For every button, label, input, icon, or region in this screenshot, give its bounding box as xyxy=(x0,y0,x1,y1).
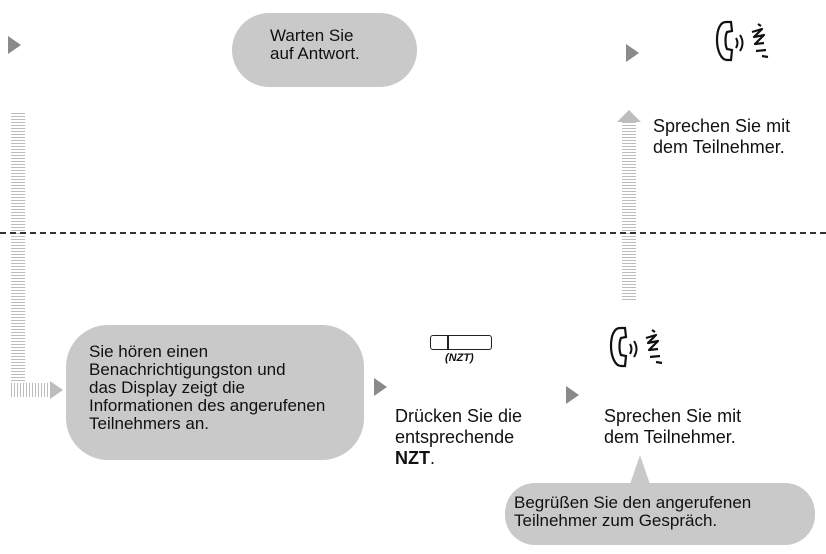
greet-line-1: Begrüßen Sie den angerufenen xyxy=(514,493,752,512)
notify-line-5: Teilnehmers an. xyxy=(89,414,210,433)
wait-bubble-line-1: Warten Sie xyxy=(270,26,354,45)
notify-line-2: Benachrichtigungston und xyxy=(89,360,286,379)
left-connector-line xyxy=(11,113,25,397)
bottom-speak-line-1: Sprechen Sie mit xyxy=(604,406,742,426)
section-divider xyxy=(0,232,826,234)
notify-line-4: Informationen des angerufenen xyxy=(89,396,326,415)
press-key-suffix: . xyxy=(430,448,436,468)
connector-arrow-icon xyxy=(50,381,63,399)
bottom-speak-text: Sprechen Sie mit dem Teilnehmer. xyxy=(604,406,741,448)
press-key-text: Drücken Sie die entsprechende NZT. xyxy=(395,406,522,469)
handset-speaking-icon xyxy=(609,326,663,368)
handset-speaking-icon xyxy=(715,20,769,62)
greet-bubble-tail xyxy=(628,455,652,490)
key-button-icon xyxy=(430,335,492,350)
up-connector-line xyxy=(622,122,636,300)
top-speak-line-1: Sprechen Sie mit xyxy=(653,116,791,136)
press-key-bold: NZT xyxy=(395,448,430,468)
up-arrow-head-icon xyxy=(617,110,641,122)
top-speak-text: Sprechen Sie mit dem Teilnehmer. xyxy=(653,116,790,158)
press-line-2: entsprechende xyxy=(395,427,515,447)
key-label: (NZT) xyxy=(445,352,474,364)
greet-line-2: Teilnehmer zum Gespräch. xyxy=(514,511,718,530)
notify-line-1: Sie hören einen xyxy=(89,342,209,361)
flow-arrow-icon xyxy=(8,36,21,54)
flow-arrow-icon xyxy=(626,44,639,62)
flow-arrow-icon xyxy=(566,386,579,404)
top-speak-line-2: dem Teilnehmer. xyxy=(653,137,785,157)
press-line-1: Drücken Sie die xyxy=(395,406,523,426)
flow-arrow-icon xyxy=(374,378,387,396)
left-connector-horizontal xyxy=(11,383,51,397)
notify-line-3: das Display zeigt die xyxy=(89,378,245,397)
bottom-speak-line-2: dem Teilnehmer. xyxy=(604,427,736,447)
press-line-3: NZT. xyxy=(395,448,522,469)
greeting-bubble: Begrüßen Sie den angerufenen Teilnehmer … xyxy=(505,483,815,545)
notification-bubble: Sie hören einen Benachrichtigungston und… xyxy=(66,325,364,460)
wait-for-answer-bubble: Warten Sie auf Antwort. xyxy=(232,13,417,87)
wait-bubble-line-2: auf Antwort. xyxy=(270,44,360,63)
